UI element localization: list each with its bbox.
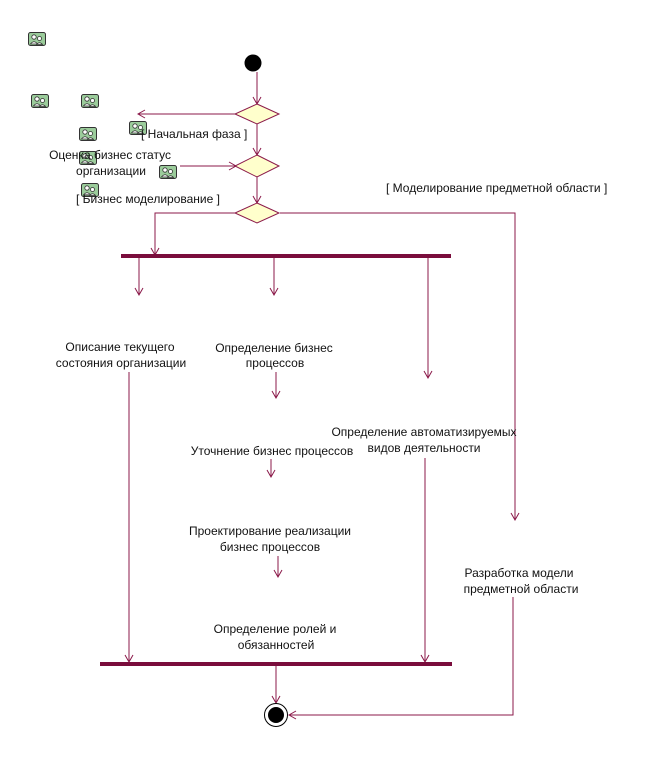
activity-design-realization-line2: бизнес процессов bbox=[220, 540, 320, 554]
decision-node bbox=[233, 202, 281, 224]
actor-group-icon bbox=[31, 94, 49, 108]
activity-define-roles-line1: Определение ролей и bbox=[214, 622, 337, 636]
guard-business-modeling: [ Бизнес моделирование ] bbox=[76, 192, 220, 206]
activity-define-processes-line1: Определение бизнес bbox=[215, 341, 333, 355]
activity-describe-state-line1: Описание текущего bbox=[65, 340, 174, 354]
activity-describe-state-line2: состояния организации bbox=[56, 356, 186, 370]
actor-group-icon bbox=[28, 32, 46, 46]
decision-node bbox=[233, 103, 281, 125]
guard-initial-phase: [ Начальная фаза ] bbox=[141, 127, 247, 141]
activity-refine-processes: Уточнение бизнес процессов bbox=[191, 444, 353, 458]
final-node-core bbox=[268, 707, 284, 723]
guard-domain-modeling: [ Моделирование предметной области ] bbox=[386, 181, 607, 195]
initial-node bbox=[244, 54, 262, 72]
actor-group-icon bbox=[79, 127, 97, 141]
activity-domain-model-line2: предметной области bbox=[464, 582, 579, 596]
actor-group-icon bbox=[159, 165, 177, 179]
activity-design-realization-line1: Проектирование реализации bbox=[189, 524, 351, 538]
activity-assess-status-line2: организации bbox=[76, 164, 146, 178]
activity-domain-model-line1: Разработка модели bbox=[465, 566, 574, 580]
activity-define-processes-line2: процессов bbox=[246, 356, 304, 370]
activity-define-automated-line1: Определение автоматизируемых bbox=[331, 425, 516, 439]
activity-define-automated-line2: видов деятельности bbox=[367, 441, 480, 455]
decision-node bbox=[233, 154, 281, 178]
actor-group-icon bbox=[81, 94, 99, 108]
flow-lines bbox=[124, 72, 520, 720]
join-bar bbox=[100, 662, 452, 666]
activity-define-roles-line2: обязанностей bbox=[238, 638, 315, 652]
fork-bar bbox=[121, 254, 451, 258]
activity-assess-status-line1: Оценка бизнес статус bbox=[49, 148, 171, 162]
